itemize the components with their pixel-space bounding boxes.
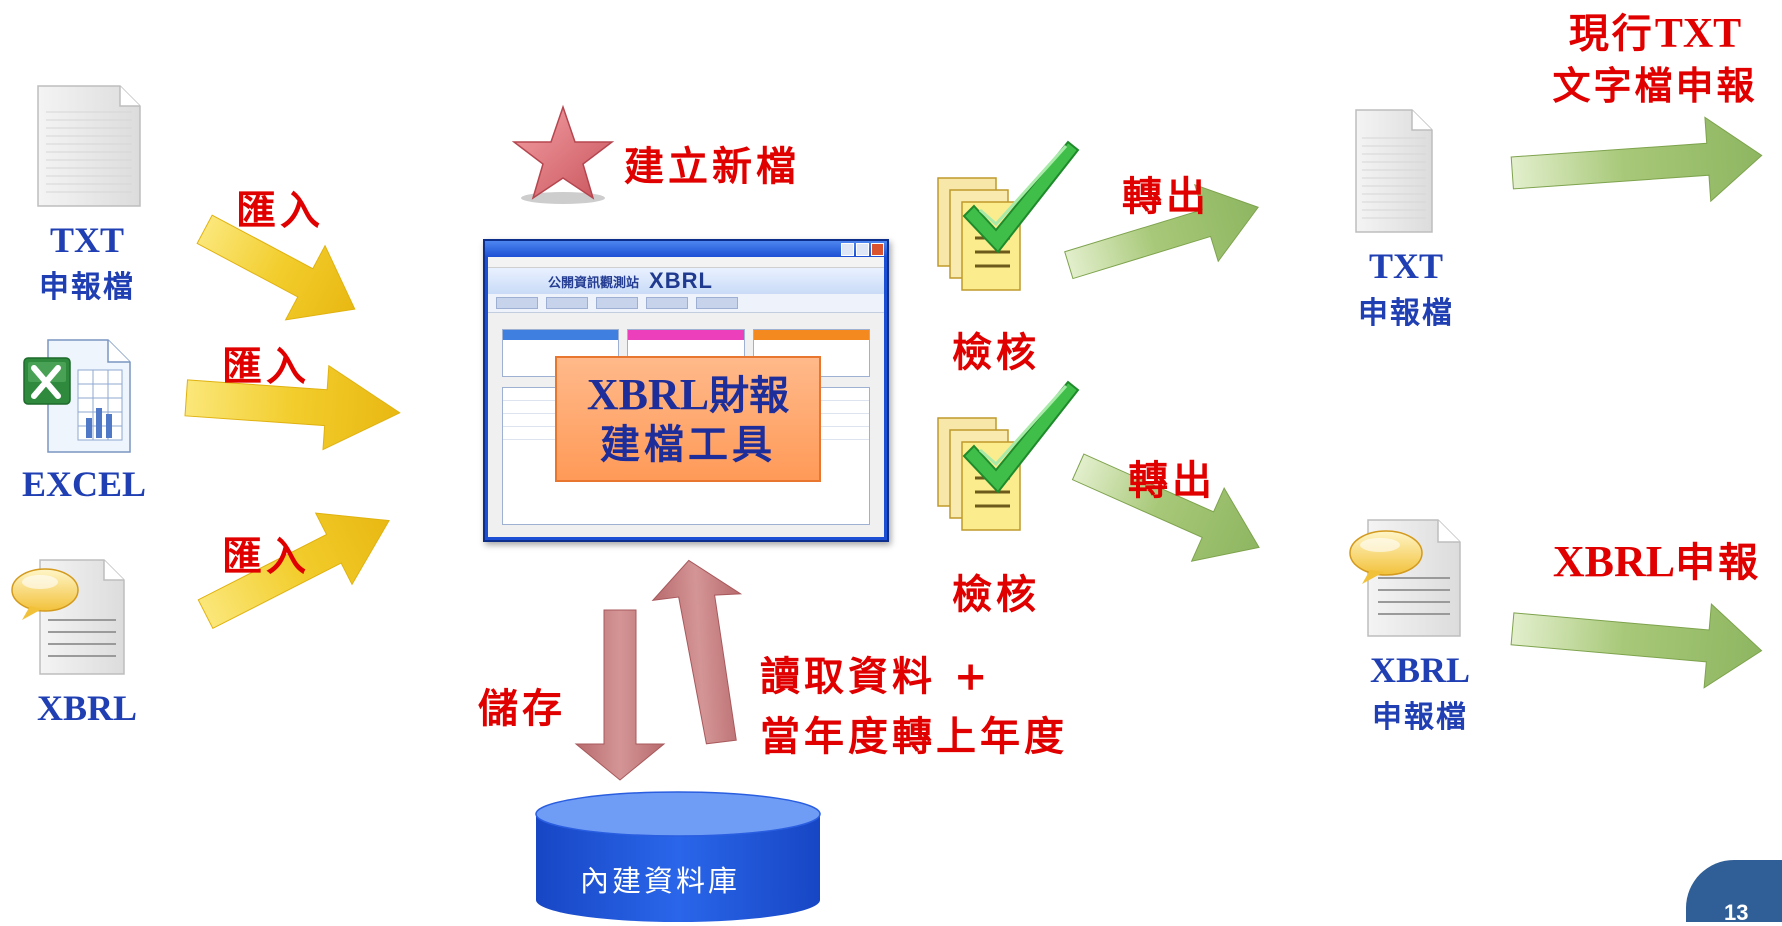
tool-label: XBRL財報 建檔工具 (555, 356, 821, 482)
import-arrow-1 (196, 214, 356, 321)
window-banner: 公開資訊觀測站 XBRL (488, 268, 884, 294)
txt-submission-prefix: 現行 (1568, 10, 1655, 57)
read-label-line1: 讀取資料 + (760, 653, 992, 700)
xbrl-output-label: XBRL 申報檔 (1350, 644, 1490, 740)
database-label: 內建資料庫 (580, 864, 741, 898)
window-banner-title: 公開資訊觀測站 (548, 275, 640, 291)
xbrl-source-label: XBRL (14, 682, 160, 734)
check-label-bottom: 檢核 (952, 571, 1040, 618)
window-menubar (488, 257, 884, 268)
xbrl-submission-label: XBRL申報 (1530, 530, 1782, 588)
page-number: 13 (1724, 900, 1749, 925)
txt-output-document-icon (1355, 109, 1433, 233)
xbrl-output-document-icon (1349, 519, 1461, 637)
excel-source-name: EXCEL (21, 464, 147, 504)
import-label-1: 匯入 (236, 187, 324, 234)
export-label-top: 轉出 (1122, 173, 1210, 220)
txt-submission-format: TXT (1654, 11, 1742, 57)
txt-source-name: TXT (49, 220, 125, 260)
load-arrow-up (651, 559, 743, 745)
import-label-2: 匯入 (222, 343, 310, 390)
save-label: 儲存 (478, 685, 566, 732)
star-icon (511, 104, 615, 204)
excel-file-icon (23, 339, 131, 453)
xbrl-submission-format: XBRL (1552, 537, 1676, 586)
txt-source-sub: 申報檔 (39, 270, 135, 306)
xbrl-submission-text: 申報 (1675, 539, 1762, 586)
txt-submission-label: 現行TXT 文字檔申報 (1528, 8, 1782, 110)
xbrl-source-name: XBRL (36, 688, 138, 728)
xbrl-output-sub: 申報檔 (1372, 700, 1468, 736)
checklist-icon-top (937, 140, 1080, 291)
xbrl-document-icon (11, 559, 125, 675)
tool-name-line2: 建檔工具 (600, 421, 776, 469)
window-titlebar (485, 241, 887, 257)
export-arrow-bottom (1071, 453, 1260, 562)
window-toolbar (488, 294, 884, 313)
txt-submission-line2: 文字檔申報 (1552, 62, 1758, 108)
submit-arrow-xbrl (1510, 603, 1763, 689)
txt-document-icon (37, 85, 141, 207)
read-label-line2: 當年度轉上年度 (760, 713, 1068, 760)
tool-name-zh: 財報 (709, 371, 790, 419)
txt-output-sub: 申報檔 (1358, 296, 1454, 332)
export-label-bottom: 轉出 (1128, 457, 1216, 504)
submit-arrow-txt (1510, 116, 1763, 203)
excel-source-label: EXCEL (4, 458, 164, 510)
tool-name-en: XBRL (586, 369, 710, 419)
import-label-3: 匯入 (222, 533, 310, 580)
txt-output-name: TXT (1368, 246, 1444, 286)
txt-source-label: TXT 申報檔 (24, 214, 150, 310)
checklist-icon-bottom (937, 380, 1080, 531)
xbrl-output-name: XBRL (1369, 650, 1471, 690)
new-file-label: 建立新檔 (624, 143, 800, 190)
save-arrow-down (574, 609, 666, 781)
window-banner-logo: XBRL (649, 268, 713, 293)
txt-output-label: TXT 申報檔 (1338, 240, 1474, 336)
import-arrow-2 (184, 364, 401, 451)
database-icon (535, 791, 821, 922)
check-label-top: 檢核 (952, 329, 1040, 376)
import-arrow-3 (197, 512, 390, 630)
export-arrow-top (1064, 184, 1259, 280)
